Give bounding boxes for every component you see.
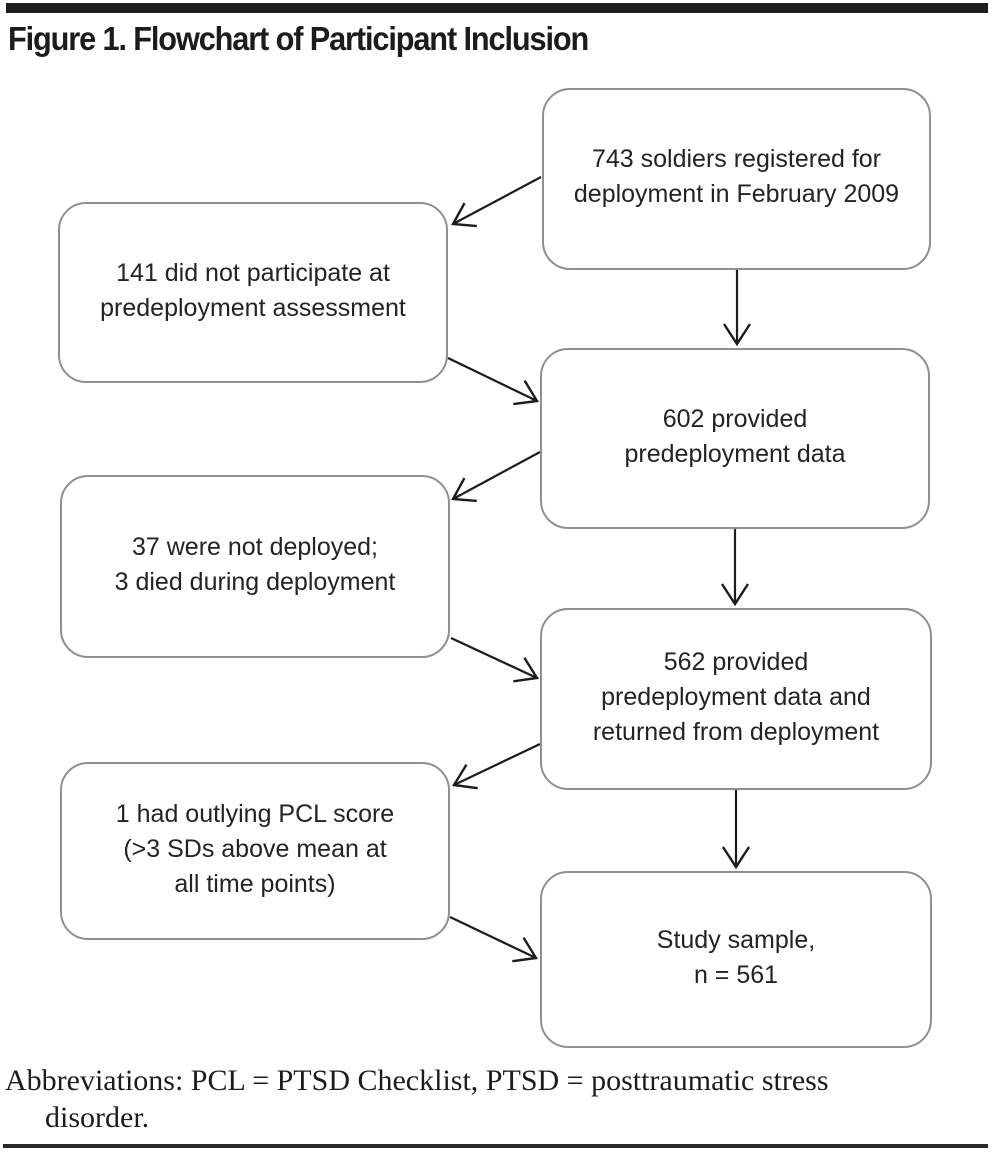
figure-title: Figure 1. Flowchart of Participant Inclu…: [8, 20, 589, 57]
arrow-returned-to-outlier: [452, 743, 541, 790]
exclusion-box-not-deployed-text: 37 were not deployed; 3 died during depl…: [114, 532, 396, 596]
exclusion-box-no-predeployment-text: 141 did not participate at predeployment…: [100, 258, 406, 322]
flow-box-provided-predeployment-text: 602 provided predeployment data: [624, 404, 846, 468]
bottom-divider-rule: [3, 1144, 988, 1148]
exclusion-box-no-predeployment: 141 did not participate at predeployment…: [58, 202, 448, 383]
arrow-registered-to-no-predeployment: [451, 176, 542, 228]
exclusion-box-outlier: 1 had outlying PCL score (>3 SDs above m…: [60, 762, 450, 940]
arrow-provided-to-not-deployed: [451, 451, 541, 503]
abbreviations-footnote: Abbreviations: PCL = PTSD Checklist, PTS…: [5, 1064, 829, 1134]
flow-box-returned-text: 562 provided predeployment data and retu…: [592, 647, 880, 746]
top-divider-rule: [6, 3, 988, 13]
flow-box-registered-text: 743 soldiers registered for deployment i…: [573, 145, 900, 208]
flow-box-provided-predeployment: 602 provided predeployment data: [540, 348, 930, 529]
arrow-not-deployed-to-returned: [450, 637, 539, 683]
flow-box-registered: 743 soldiers registered for deployment i…: [542, 88, 931, 270]
flow-box-returned: 562 provided predeployment data and retu…: [540, 608, 932, 790]
exclusion-box-not-deployed: 37 were not deployed; 3 died during depl…: [60, 475, 450, 658]
arrow-outlier-to-study-sample: [449, 916, 538, 963]
flow-box-study-sample-text: Study sample, n = 561: [656, 925, 816, 989]
flow-box-study-sample: Study sample, n = 561: [540, 871, 932, 1048]
exclusion-box-outlier-text: 1 had outlying PCL score (>3 SDs above m…: [115, 799, 395, 898]
arrow-no-predeployment-to-provided: [447, 357, 539, 406]
